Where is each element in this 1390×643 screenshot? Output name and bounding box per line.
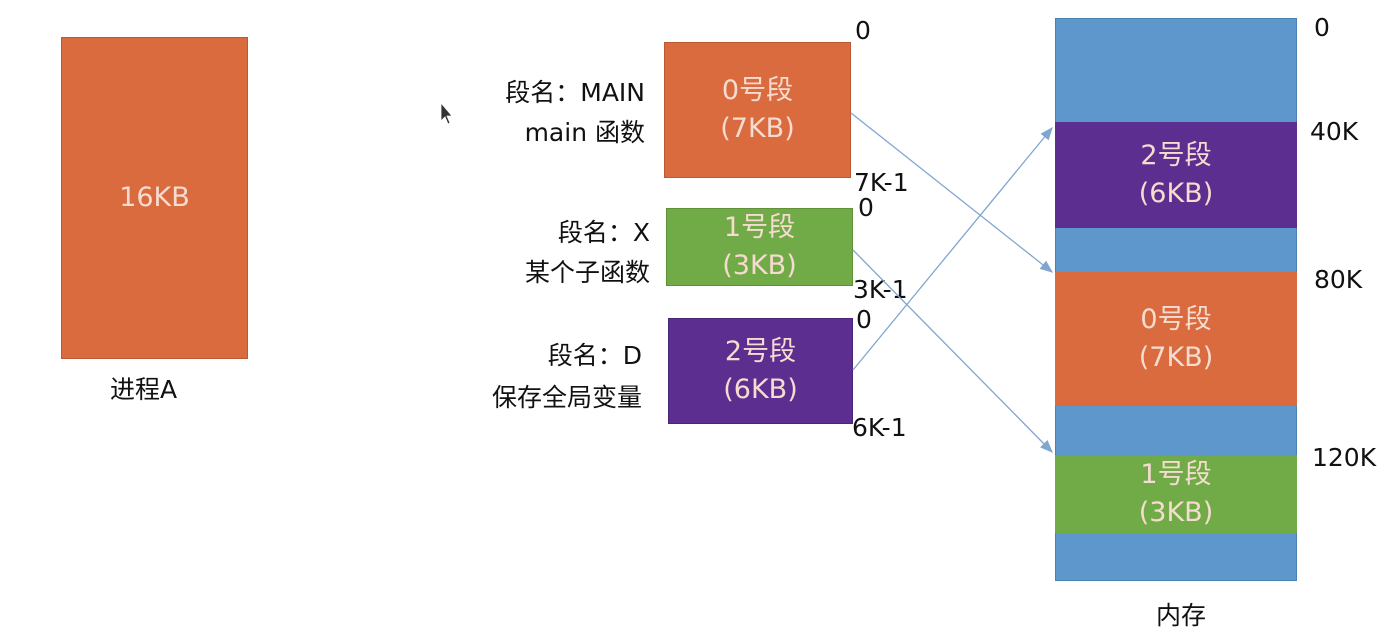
arrow-segment-1 — [852, 249, 1053, 453]
address-120k: 120K — [1312, 443, 1377, 472]
memory-block-0-title: 0号段 — [1140, 304, 1212, 335]
segment-2-end: 6K-1 — [852, 413, 907, 442]
memory-block-0-size: (7KB) — [1138, 342, 1214, 373]
segment-0-end: 7K-1 — [854, 168, 909, 197]
segment-0-name: 段名：MAIN — [505, 78, 645, 107]
mouse-cursor-icon — [440, 101, 453, 125]
segment-0-title: 0号段 — [721, 75, 794, 106]
segment-0-box: 0号段 (7KB) — [664, 42, 851, 178]
segment-1-name: 段名：X — [557, 218, 650, 247]
segment-2-size: (6KB) — [723, 374, 798, 405]
segment-1-start: 0 — [858, 193, 874, 222]
segment-2-box: 2号段 (6KB) — [668, 318, 853, 424]
segment-2-title: 2号段 — [724, 336, 797, 367]
segment-0-desc: main 函数 — [524, 118, 645, 147]
memory-block-segment-0: 0号段 (7KB) — [1055, 272, 1297, 406]
memory-block-2-title: 2号段 — [1140, 140, 1212, 171]
memory-block-segment-1: 1号段 (3KB) — [1055, 455, 1297, 533]
segment-1-end: 3K-1 — [853, 275, 908, 304]
segment-0-start: 0 — [855, 16, 871, 45]
process-name: 进程A — [110, 375, 178, 404]
segment-0-size: (7KB) — [720, 113, 795, 144]
memory-label: 内存 — [1156, 601, 1207, 630]
process-size: 16KB — [119, 182, 190, 213]
memory-block-2-size: (6KB) — [1138, 178, 1214, 209]
address-0: 0 — [1314, 13, 1330, 42]
segment-2-start: 0 — [856, 305, 872, 334]
segment-1-box: 1号段 (3KB) — [666, 208, 853, 286]
segment-2-desc: 保存全局变量 — [491, 383, 642, 412]
segment-2-name: 段名：D — [547, 341, 642, 370]
segment-1-size: (3KB) — [722, 250, 797, 281]
address-80k: 80K — [1314, 265, 1363, 294]
segment-1-desc: 某个子函数 — [524, 258, 650, 287]
memory-block-1-title: 1号段 — [1140, 459, 1212, 490]
process-a-box: 16KB — [61, 37, 248, 359]
arrow-segment-2 — [852, 126, 1053, 371]
memory-block-segment-2: 2号段 (6KB) — [1055, 122, 1297, 228]
arrow-segment-0 — [850, 112, 1054, 273]
memory-block-1-size: (3KB) — [1138, 497, 1214, 528]
segment-1-title: 1号段 — [723, 212, 796, 243]
address-40k: 40K — [1310, 117, 1359, 146]
